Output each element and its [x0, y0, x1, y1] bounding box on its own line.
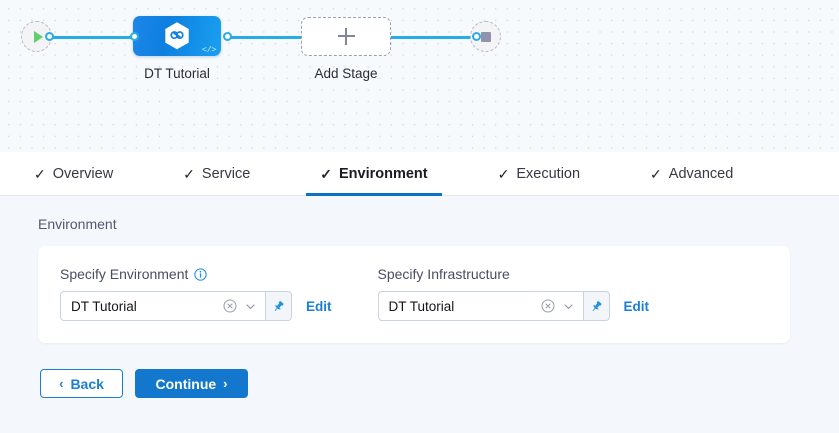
- edge-stage-to-add: [228, 36, 302, 39]
- chevron-down-icon[interactable]: [245, 301, 256, 312]
- infrastructure-select-group: DT Tutorial: [377, 291, 610, 321]
- field-specify-infrastructure-label: Specify Infrastructure: [377, 266, 510, 282]
- tab-advanced-label: Advanced: [668, 165, 734, 182]
- infrastructure-select-value: DT Tutorial: [388, 298, 455, 314]
- infrastructure-select[interactable]: DT Tutorial: [377, 291, 583, 321]
- tab-service[interactable]: ✓ Service: [169, 152, 264, 195]
- environment-edit-link[interactable]: Edit: [306, 298, 332, 314]
- pin-icon: [592, 300, 602, 311]
- continue-button-label: Continue: [155, 375, 217, 392]
- chevron-left-icon: ‹: [59, 376, 64, 391]
- clear-icon[interactable]: [223, 299, 237, 313]
- tab-environment-label: Environment: [339, 165, 428, 182]
- check-icon: ✓: [320, 165, 332, 182]
- tab-execution[interactable]: ✓ Execution: [484, 152, 594, 195]
- tab-advanced[interactable]: ✓ Advanced: [636, 152, 747, 195]
- stage-node-output-port[interactable]: [223, 32, 232, 41]
- info-icon[interactable]: [194, 267, 208, 281]
- check-icon: ✓: [34, 165, 46, 182]
- edge-add-to-end: [390, 36, 478, 39]
- environment-panel: Environment Specify Environment DT Tutor…: [0, 196, 839, 433]
- play-icon: [33, 30, 43, 43]
- tab-execution-label: Execution: [516, 165, 581, 182]
- infrastructure-edit-link[interactable]: Edit: [623, 298, 650, 314]
- environment-select[interactable]: DT Tutorial: [60, 291, 265, 321]
- field-specify-infrastructure: Specify Infrastructure DT Tutorial: [377, 266, 650, 321]
- start-node-output-port[interactable]: [45, 32, 54, 41]
- field-specify-environment-row: DT Tutorial: [60, 291, 332, 321]
- section-title: Environment: [38, 216, 117, 232]
- pin-icon: [274, 300, 284, 311]
- clear-icon[interactable]: [540, 299, 555, 313]
- check-icon: ✓: [650, 165, 662, 182]
- end-node-input-port[interactable]: [472, 32, 481, 41]
- add-stage-button[interactable]: [301, 17, 391, 56]
- stage-node-label: DT Tutorial: [144, 66, 210, 81]
- environment-select-value: DT Tutorial: [71, 298, 137, 314]
- tab-overview-label: Overview: [52, 165, 114, 182]
- plus-icon: [337, 28, 355, 45]
- code-badge-icon: </>: [201, 45, 217, 55]
- add-stage-label: Add Stage: [314, 66, 378, 81]
- stage-node-dt-tutorial[interactable]: </>: [133, 16, 221, 56]
- chevron-right-icon: ›: [223, 376, 228, 391]
- check-icon: ✓: [497, 165, 510, 182]
- chevron-down-icon[interactable]: [563, 301, 574, 312]
- back-button[interactable]: ‹ Back: [40, 369, 123, 398]
- check-icon: ✓: [183, 165, 195, 182]
- back-button-label: Back: [70, 375, 104, 392]
- field-specify-environment-label: Specify Environment: [60, 266, 189, 282]
- tab-overview[interactable]: ✓ Overview: [20, 152, 127, 195]
- tab-service-label: Service: [201, 165, 251, 182]
- step-tabs: ✓ Overview ✓ Service ✓ Environment ✓ Exe…: [0, 152, 839, 196]
- wizard-footer: ‹ Back Continue ›: [40, 369, 839, 398]
- stop-icon: [480, 31, 491, 42]
- pipeline-canvas[interactable]: </> DT Tutorial Add Stage: [0, 0, 839, 152]
- field-specify-environment-label-row: Specify Environment: [60, 266, 332, 282]
- tab-environment[interactable]: ✓ Environment: [306, 152, 442, 196]
- edge-start-to-stage: [44, 36, 136, 39]
- environment-pin-button[interactable]: [265, 291, 292, 321]
- environment-select-group: DT Tutorial: [60, 291, 292, 321]
- stage-node-input-port[interactable]: [130, 32, 139, 41]
- field-specify-infrastructure-row: DT Tutorial: [377, 291, 650, 321]
- field-specify-infrastructure-label-row: Specify Infrastructure: [378, 266, 650, 282]
- field-specify-environment: Specify Environment DT Tutorial: [60, 266, 332, 321]
- continue-button[interactable]: Continue ›: [135, 369, 248, 398]
- harness-hexagon-icon: [165, 22, 189, 50]
- infrastructure-pin-button[interactable]: [582, 291, 610, 321]
- environment-card: Specify Environment DT Tutorial: [38, 246, 790, 343]
